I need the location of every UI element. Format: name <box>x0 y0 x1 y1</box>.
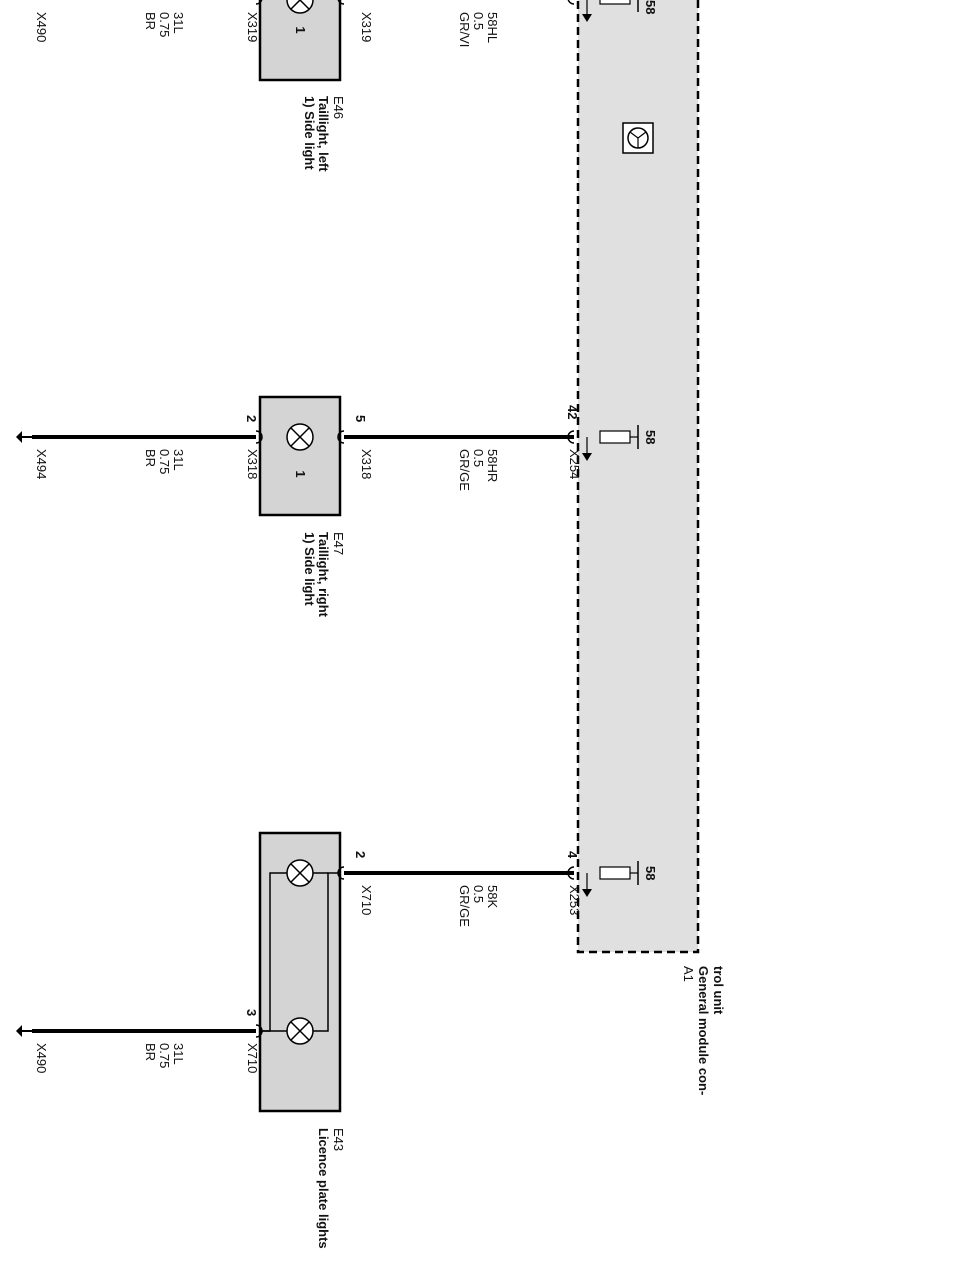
ground-terminal-icon <box>16 1025 34 1037</box>
feed-connector: X710 <box>359 885 374 915</box>
ground-id: X490 <box>34 12 49 42</box>
ground-wire-color: BR <box>143 12 158 30</box>
module-connector: X254 <box>567 449 582 479</box>
circuit-e47: 1 58 2 5 42 X494 31L 0.75 BR X3 <box>16 395 658 618</box>
ground-wire-code: 31L <box>171 12 186 34</box>
feed-color: GR/VI <box>457 12 472 47</box>
ground-connector: X319 <box>245 12 260 42</box>
fuse-icon <box>582 425 639 461</box>
feed-signal: 58K <box>485 885 500 908</box>
bulb-icon <box>286 0 314 14</box>
ground-pin: 3 <box>244 1009 259 1016</box>
component-desc-line1: Licence plate lights <box>316 1128 331 1249</box>
component-e47-box <box>258 395 342 517</box>
fuse-icon <box>582 861 639 897</box>
component-id: E43 <box>331 1128 346 1151</box>
feed-size: 0.5 <box>471 449 486 467</box>
component-desc-line1: Taillight, left <box>316 96 331 172</box>
component-desc-line1: Taillight, right <box>316 532 331 618</box>
module-pin: 42 <box>565 405 580 419</box>
feed-color: GR/GE <box>457 449 472 491</box>
component-id: E46 <box>331 96 346 119</box>
feed-size: 0.5 <box>471 12 486 30</box>
internal-wire <box>312 872 340 1032</box>
fuse-label: 58 <box>643 866 658 880</box>
feed-connector: X319 <box>359 12 374 42</box>
ground-wire-size: 0.75 <box>157 1043 172 1068</box>
feed-pin: 2 <box>353 851 368 858</box>
feed-connector: X318 <box>359 449 374 479</box>
bulb-icon <box>286 423 314 451</box>
fuse-icon <box>582 0 639 22</box>
circuit-e46: 1 58 X490 31L 0.75 BR X319 X319 58HL 0.5 <box>34 0 658 172</box>
ground-wire-code: 31L <box>171 1043 186 1065</box>
component-desc-line2: 1) Side light <box>302 96 317 170</box>
ground-terminal-icon <box>16 431 34 443</box>
circuit-e43: 58 3 2 4 X490 31L 0.75 BR X710 X710 58K … <box>16 831 658 1249</box>
component-desc-line2: 1) Side light <box>302 532 317 606</box>
ground-id: X490 <box>34 1043 49 1073</box>
bulb-label: 1 <box>293 26 308 33</box>
ground-pin: 2 <box>244 415 259 422</box>
bulb-icon <box>286 859 314 887</box>
ground-wire-size: 0.75 <box>157 449 172 474</box>
feed-size: 0.5 <box>471 885 486 903</box>
feed-signal: 58HL <box>485 12 500 43</box>
module-symbol-icon <box>622 122 654 154</box>
feed-signal: 58HR <box>485 449 500 482</box>
connector-arcs <box>255 0 575 1038</box>
component-id: E47 <box>331 532 346 555</box>
ground-wire-color: BR <box>143 449 158 467</box>
module-name-line1: General module con- <box>696 966 711 1095</box>
module-pin: 4 <box>565 851 580 859</box>
module-connector: X253 <box>567 885 582 915</box>
ground-connector: X710 <box>245 1043 260 1073</box>
ground-connector: X318 <box>245 449 260 479</box>
ground-wire-code: 31L <box>171 449 186 471</box>
ground-wire-size: 0.75 <box>157 12 172 37</box>
feed-pin: 5 <box>353 415 368 422</box>
bulb-label: 1 <box>293 470 308 477</box>
fuse-label: 58 <box>643 0 658 14</box>
bulb-icon <box>286 1017 314 1045</box>
fuse-label: 58 <box>643 430 658 444</box>
module-a1-box <box>576 0 700 954</box>
module-name-line2: trol unit <box>711 966 726 1015</box>
module-id: A1 <box>681 966 696 982</box>
feed-color: GR/GE <box>457 885 472 927</box>
ground-id: X494 <box>34 449 49 479</box>
ground-wire-color: BR <box>143 1043 158 1061</box>
